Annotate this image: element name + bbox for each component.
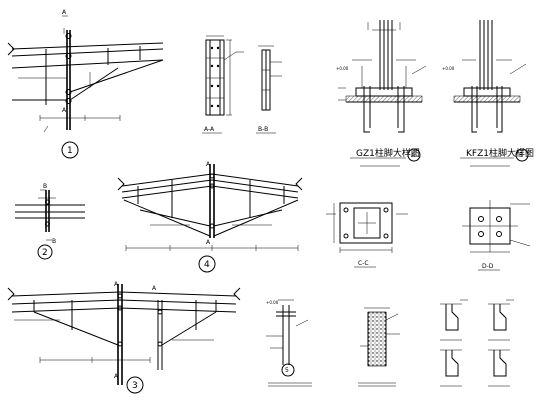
gz1-title: GZ1柱脚大样图	[356, 147, 420, 159]
detail-1: A A 1	[7, 9, 164, 159]
detail-2-marker: 2	[42, 248, 48, 258]
detail-3-section-bottom: A	[114, 373, 119, 380]
section-mark-b-bottom: B	[52, 238, 56, 245]
detail-3-section-top-b: A	[152, 285, 157, 292]
detail-2: B B 2	[15, 183, 85, 260]
detail-4-section-bottom: A	[206, 239, 211, 246]
detail-3-marker: 3	[132, 381, 138, 391]
section-cc: C-C	[326, 202, 408, 268]
gz1-column-base: +0.00 GZ1柱脚大样图 A	[336, 20, 427, 167]
section-bb-title: B-B	[258, 126, 268, 133]
detail-5-marker: 5	[285, 367, 289, 374]
profile-details	[440, 299, 514, 387]
kfz1-column-base: +0.00 KFZ1柱脚大样图 B	[442, 20, 534, 167]
svg-text:+0.00: +0.00	[442, 66, 455, 71]
detail-3: A A A 3	[7, 281, 241, 394]
section-mark-b-top: B	[43, 183, 47, 190]
section-dd: D-D	[462, 200, 531, 271]
svg-text:+0.00: +0.00	[266, 300, 279, 305]
detail-3-section-top: A	[114, 281, 119, 288]
section-cc-title: C-C	[358, 260, 369, 267]
detail-1-marker: 1	[67, 146, 73, 156]
detail-4-marker: 4	[204, 260, 210, 270]
section-mark-a-top: A	[62, 9, 67, 16]
detail-4-section-top: A	[206, 161, 211, 168]
kfz1-title: KFZ1柱脚大样图	[466, 147, 534, 159]
section-mark-a-bottom: A	[62, 107, 67, 114]
section-bb-top: B-B	[256, 45, 282, 134]
detail-1-marker-circle	[61, 141, 79, 159]
section-dd-title: D-D	[482, 263, 494, 270]
svg-text:+0.00: +0.00	[336, 66, 349, 71]
detail-4: A A 4	[117, 161, 303, 273]
section-aa-top: A-A	[202, 35, 244, 134]
concrete-column-section	[358, 307, 400, 387]
kfz1-marker: B	[519, 152, 523, 159]
gz1-marker: A	[411, 152, 416, 159]
detail-5: +0.00 5	[266, 299, 312, 387]
section-aa-title: A-A	[204, 126, 215, 133]
